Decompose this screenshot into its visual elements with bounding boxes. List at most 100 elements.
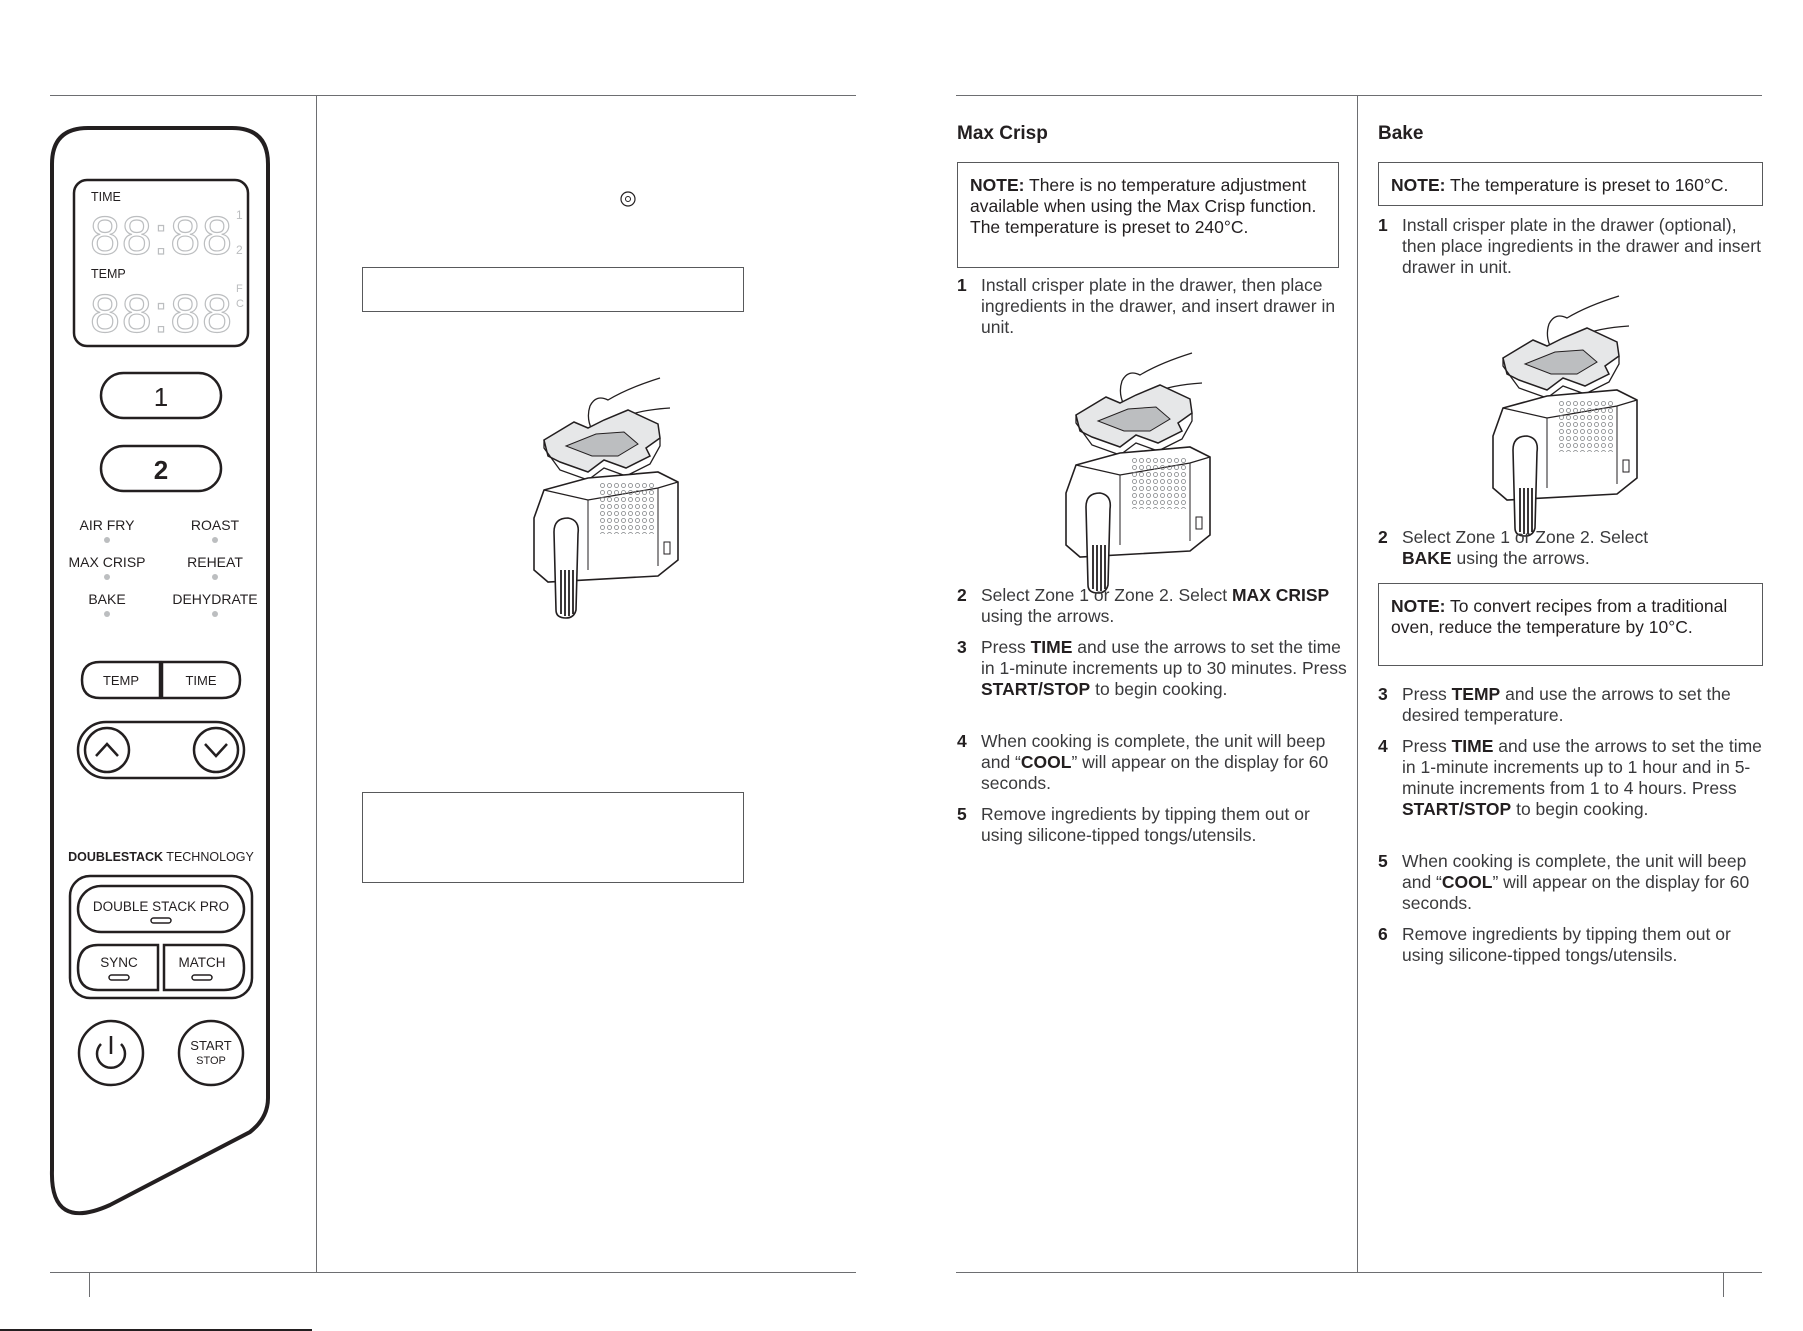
max-crisp-note: NOTE: There is no temperature adjustment… [957, 162, 1339, 268]
arrow-group [76, 720, 246, 780]
bake-note-convert: NOTE: To convert recipes from a traditio… [1378, 583, 1763, 666]
bake-step: 6 Remove ingredients by tipping them out … [1378, 924, 1763, 966]
crisper-plate-illustration-max-crisp [1065, 352, 1211, 594]
step-number: 4 [957, 731, 967, 751]
step-text: Select Zone 1 or Zone 2. Select BAKE usi… [1402, 527, 1649, 568]
max-crisp-heading: Max Crisp [957, 123, 1048, 144]
note-label: NOTE: [970, 175, 1025, 195]
svg-text:ROAST: ROAST [191, 517, 240, 533]
double-stack-pro-button[interactable]: DOUBLE STACK PRO [76, 884, 246, 934]
step-number: 3 [957, 637, 967, 657]
page-tick-right [1723, 1273, 1724, 1297]
match-button[interactable]: MATCH [179, 955, 226, 981]
step-text: When cooking is complete, the unit will … [1402, 851, 1750, 913]
svg-text:STOP: STOP [196, 1055, 226, 1067]
note-text: There is no temperature adjustment avail… [970, 175, 1317, 237]
step-text: When cooking is complete, the unit will … [981, 731, 1329, 793]
step-text: Remove ingredients by tipping them out o… [981, 804, 1310, 845]
top-rule-left [50, 95, 856, 96]
step-number: 3 [1378, 684, 1388, 704]
column-divider-left [316, 96, 317, 1272]
step-text: Select Zone 1 or Zone 2. Select MAX CRIS… [981, 585, 1330, 626]
time-digits: 88:88 [90, 206, 232, 266]
svg-text:MAX CRISP: MAX CRISP [68, 554, 145, 570]
function-dehydrate[interactable]: DEHYDRATE [172, 591, 258, 617]
function-max-crisp[interactable]: MAX CRISP [68, 554, 146, 580]
svg-text:DEHYDRATE: DEHYDRATE [172, 591, 257, 607]
time-button[interactable]: TIME [185, 673, 216, 688]
svg-text:1: 1 [154, 382, 168, 412]
temp-button[interactable]: TEMP [103, 673, 139, 688]
step-text: Install crisper plate in the drawer (opt… [1402, 215, 1761, 277]
zone1-button[interactable]: 1 [99, 371, 223, 420]
page-tick-left [89, 1273, 90, 1297]
doublestack-group [68, 874, 254, 1000]
zone1-indicator: 1 [236, 208, 243, 222]
temp-label: TEMP [91, 267, 126, 281]
bottom-rule-left [50, 1272, 856, 1273]
start-stop-button[interactable]: START STOP [177, 1019, 245, 1087]
power-icon [95, 1036, 127, 1070]
note-text: The temperature is preset to 160°C. [1445, 175, 1729, 195]
empty-note-box-bottom [362, 792, 744, 883]
zone2-indicator: 2 [236, 243, 243, 257]
time-label: TIME [91, 190, 121, 204]
display-window [72, 178, 250, 348]
step-number: 5 [957, 804, 967, 824]
step-text: Press TIME and use the arrows to set the… [1402, 736, 1762, 819]
function-air-fry[interactable]: AIR FRY [80, 517, 136, 543]
step-number: 1 [957, 275, 967, 295]
step-text: Press TIME and use the arrows to set the… [981, 637, 1347, 699]
svg-text:SYNC: SYNC [100, 955, 138, 970]
sync-button[interactable]: SYNC [100, 955, 138, 981]
note-label: NOTE: [1391, 175, 1446, 195]
bake-step: 3 Press TEMP and use the arrows to set th… [1378, 684, 1763, 726]
arrow-down-icon[interactable] [192, 726, 240, 774]
svg-text:START: START [190, 1038, 231, 1053]
bottom-rule-right [956, 1272, 1762, 1273]
max-crisp-step: 4 When cooking is complete, the unit will… [957, 731, 1347, 794]
max-crisp-step: 3 Press TIME and use the arrows to set th… [957, 637, 1347, 700]
bake-step: 4 Press TIME and use the arrows to set th… [1378, 736, 1763, 820]
step-number: 5 [1378, 851, 1388, 871]
bake-step: 1 Install crisper plate in the drawer (op… [1378, 215, 1763, 278]
svg-text:REHEAT: REHEAT [187, 554, 243, 570]
zone2-button[interactable]: 2 [99, 444, 223, 493]
bake-heading: Bake [1378, 123, 1424, 144]
note-text: To convert recipes from a traditional ov… [1391, 596, 1728, 637]
function-bake[interactable]: BAKE [88, 591, 126, 617]
crisper-plate-illustration-bake [1492, 295, 1638, 537]
empty-note-box-top [362, 267, 744, 312]
crisper-plate-illustration-middle [533, 377, 679, 619]
function-roast[interactable]: ROAST [191, 517, 240, 543]
arrow-up-icon[interactable] [83, 726, 131, 774]
step-number: 1 [1378, 215, 1388, 235]
svg-text:2: 2 [154, 455, 168, 485]
bake-step: 2 Select Zone 1 or Zone 2. Select BAKE us… [1378, 527, 1668, 569]
svg-text:MATCH: MATCH [179, 955, 226, 970]
svg-text:DOUBLE STACK PRO: DOUBLE STACK PRO [93, 899, 229, 914]
note-label: NOTE: [1391, 596, 1446, 616]
max-crisp-step: 5 Remove ingredients by tipping them out … [957, 804, 1347, 846]
step-text: Press TEMP and use the arrows to set the… [1402, 684, 1731, 725]
control-panel: TIME 88:88 1 2 TEMP 88:88 F C 1 2 AIR FR… [49, 126, 270, 1216]
step-number: 2 [1378, 527, 1388, 547]
function-reheat[interactable]: REHEAT [187, 554, 243, 580]
svg-text:BAKE: BAKE [88, 591, 125, 607]
unit-f-indicator: F [236, 283, 243, 295]
top-rule-right [956, 95, 1762, 96]
unit-c-indicator: C [236, 298, 244, 310]
step-number: 4 [1378, 736, 1388, 756]
temp-digits: 88:88 [90, 284, 232, 344]
power-button[interactable] [77, 1019, 145, 1087]
dial-icon [620, 191, 636, 207]
doublestack-technology-label: DOUBLESTACK TECHNOLOGY [68, 850, 254, 864]
step-number: 6 [1378, 924, 1388, 944]
step-text: Remove ingredients by tipping them out o… [1402, 924, 1731, 965]
svg-text:AIR FRY: AIR FRY [80, 517, 136, 533]
bake-step: 5 When cooking is complete, the unit will… [1378, 851, 1763, 914]
bake-note-preset: NOTE: The temperature is preset to 160°C… [1378, 162, 1763, 206]
column-divider-right [1357, 96, 1358, 1272]
